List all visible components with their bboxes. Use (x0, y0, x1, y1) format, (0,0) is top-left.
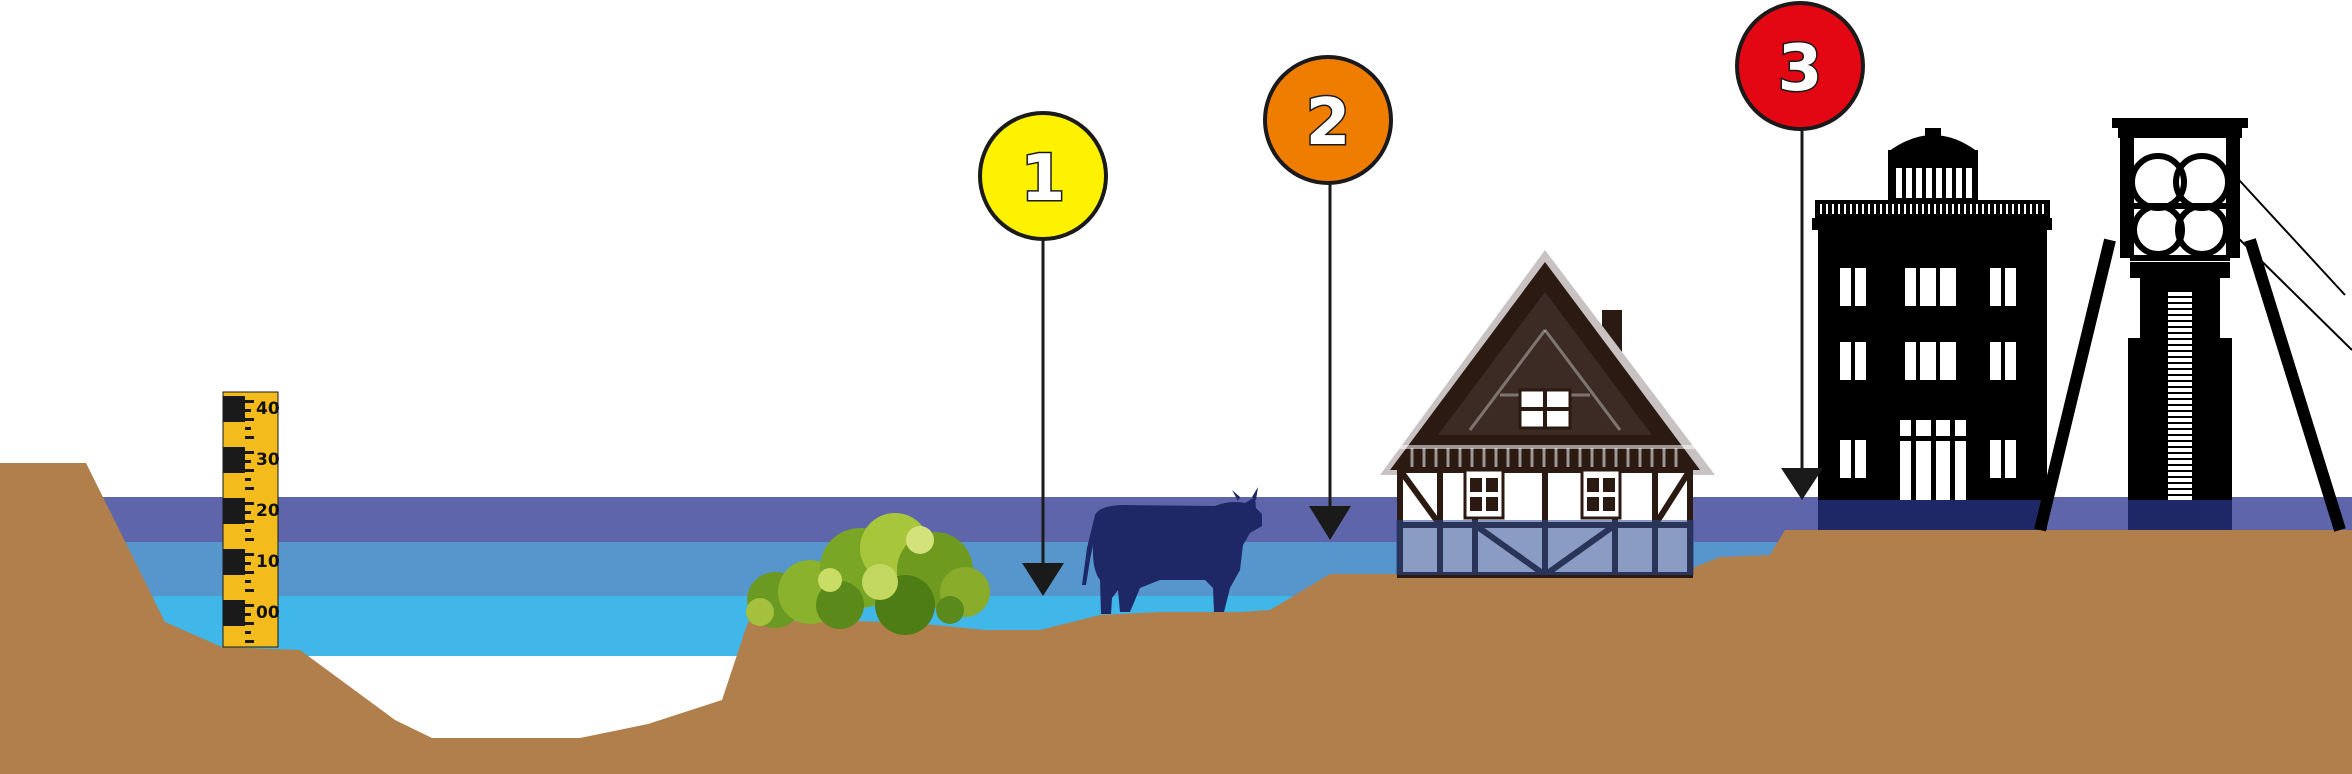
gauge-tick (245, 622, 254, 625)
gauge-block (223, 396, 245, 422)
gauge-tick (245, 520, 254, 523)
gauge-tick (245, 400, 254, 403)
gauge-label: 00 (256, 603, 280, 623)
marker-1-label: 1 (1021, 142, 1066, 216)
marker-3: 3 (1735, 1, 1865, 500)
bush-icon (746, 513, 990, 635)
gauge-tick (245, 589, 254, 592)
gauge-label: 30 (256, 450, 280, 470)
marker-3-label: 3 (1778, 32, 1823, 106)
gauge-block (223, 600, 245, 626)
gauge-tick (245, 511, 251, 514)
gauge-tick (245, 427, 251, 430)
gauge-tick (245, 538, 254, 541)
gauge-tick (245, 562, 251, 565)
marker-2: 2 (1263, 55, 1393, 540)
marker-1: 1 (978, 111, 1108, 596)
house-submerged-overlay (1396, 520, 1694, 575)
gauge-tick (245, 451, 254, 454)
gauge-tick (245, 460, 251, 463)
cow-icon (1082, 487, 1262, 614)
gauge-tick (245, 604, 254, 607)
gauge-tick (245, 640, 254, 643)
gauge-block (223, 549, 245, 575)
building-icon (1812, 128, 2052, 530)
gauge-tick (245, 580, 251, 583)
gauge-label: 40 (256, 399, 280, 419)
gauge-tick (245, 613, 251, 616)
water-gauge-icon: 40 30 20 10 00 (222, 391, 280, 648)
gauge-tick (245, 553, 254, 556)
gauge-tick (245, 631, 251, 634)
gauge-tick (245, 502, 254, 505)
gauge-tick (245, 418, 254, 421)
marker-2-label: 2 (1306, 86, 1351, 160)
gauge-block (223, 498, 245, 524)
mine-headframe-icon (2034, 118, 2352, 532)
ground-terrain (0, 463, 2352, 774)
gauge-tick (245, 436, 254, 439)
gauge-tick (245, 529, 251, 532)
gauge-tick (245, 409, 251, 412)
gauge-tick (245, 469, 254, 472)
gauge-tick (245, 487, 254, 490)
gauge-label: 20 (256, 501, 280, 521)
gauge-tick (245, 571, 254, 574)
gauge-tick (245, 478, 251, 481)
gauge-block (223, 447, 245, 473)
gauge-label: 10 (256, 552, 280, 572)
